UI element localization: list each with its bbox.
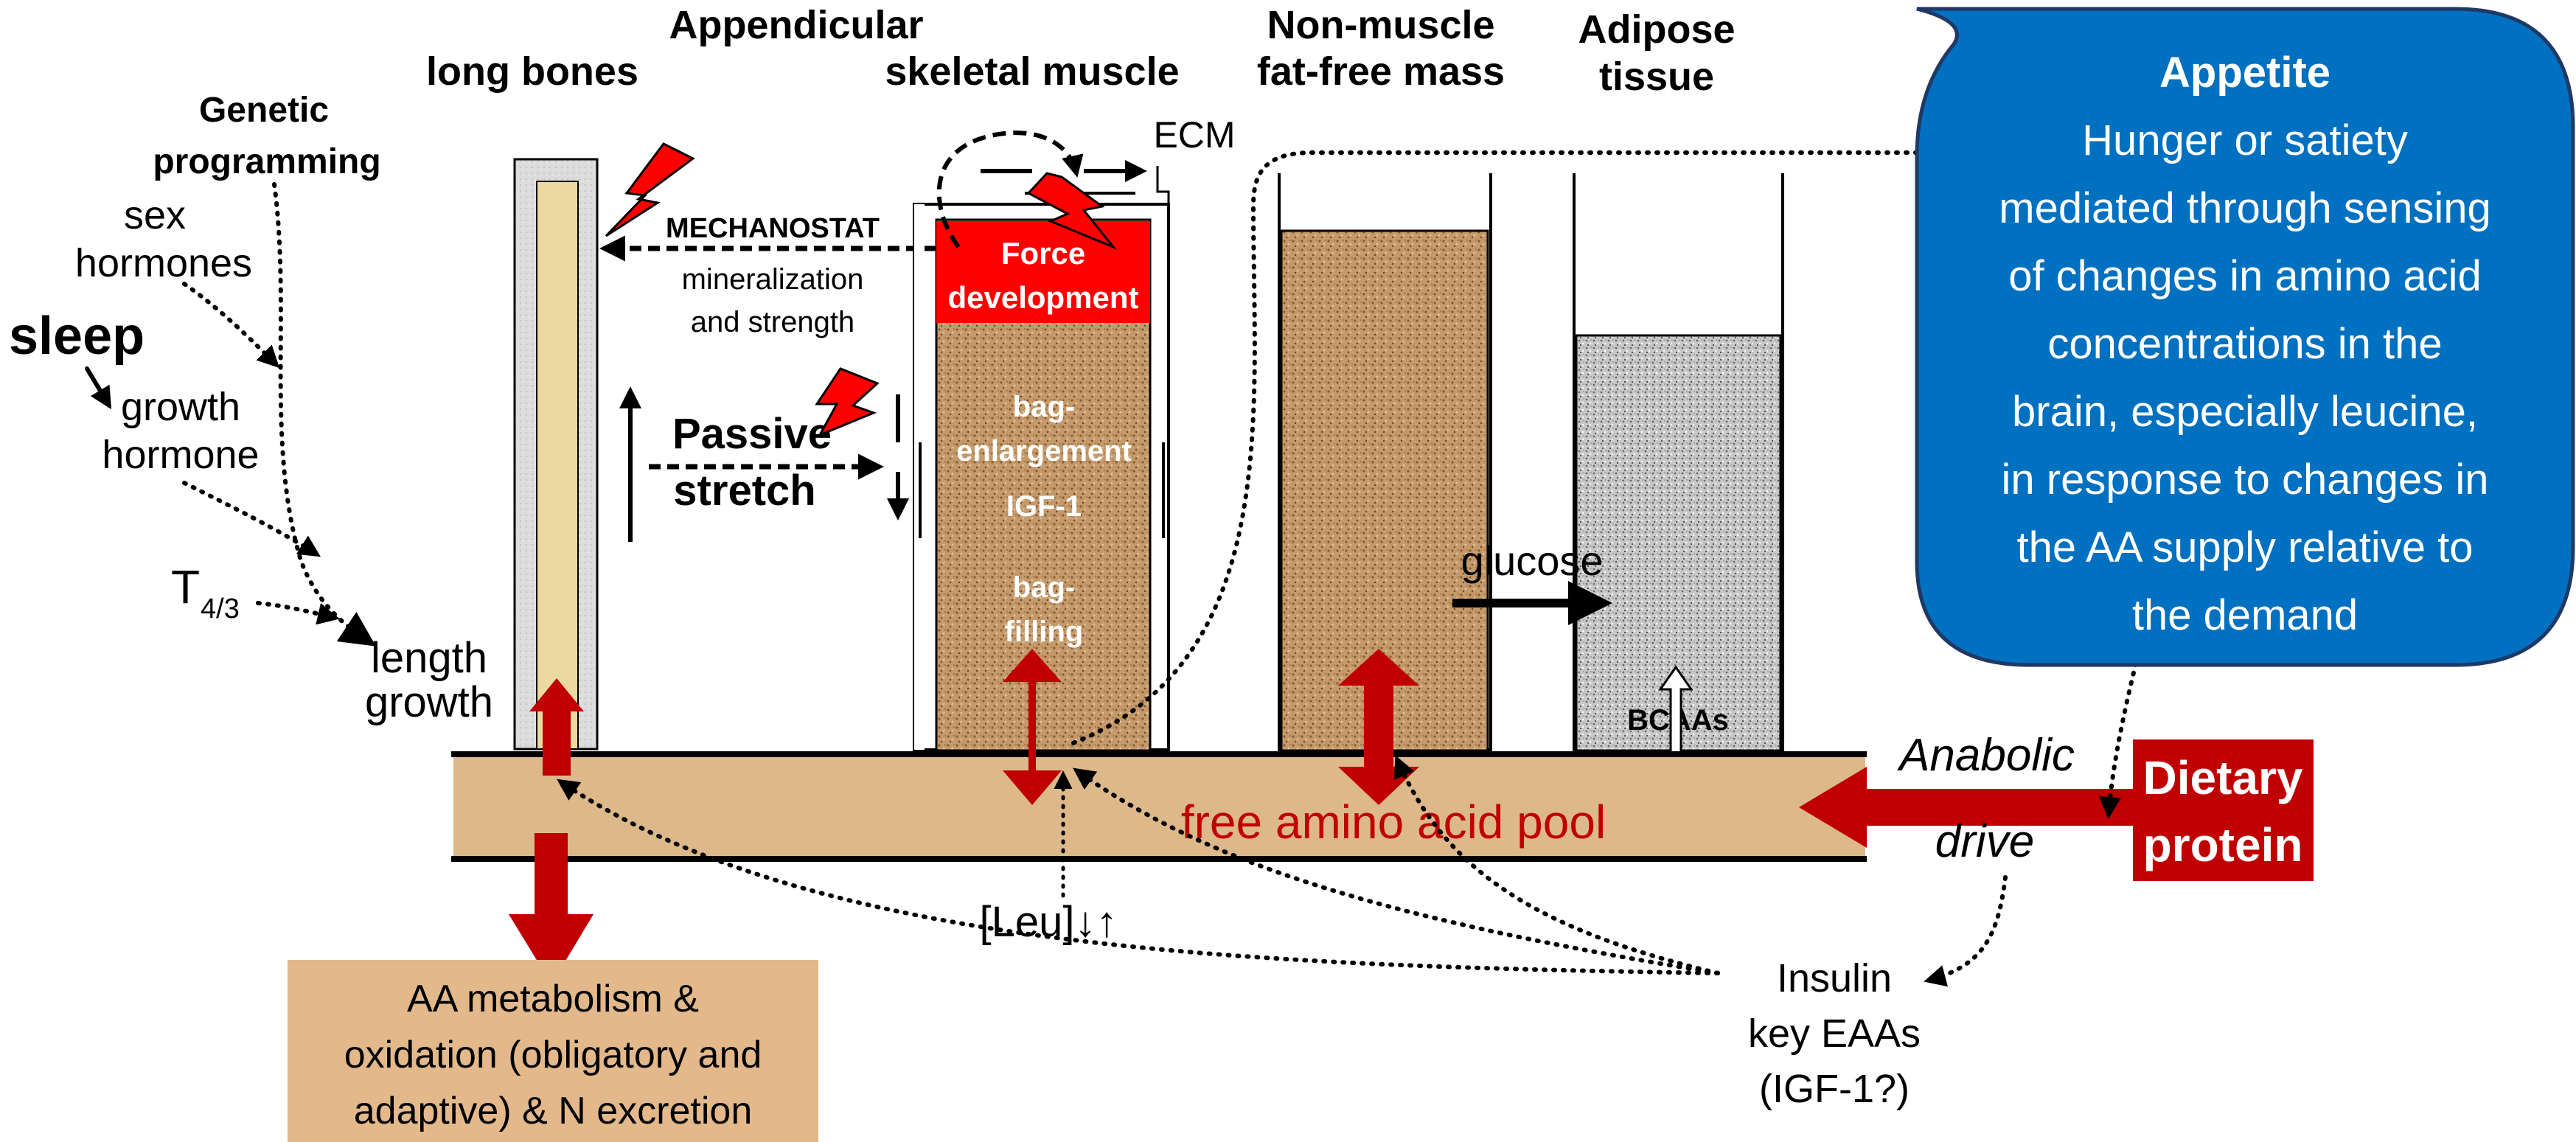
label-hormones: hormones [75,241,252,285]
sleep-arrow [85,366,112,410]
stretch-label-line2: stretch [673,467,815,515]
dietary-protein-box [2133,739,2314,881]
appetite-to-muscle-dotted-line [1067,150,1919,747]
aa-metabolism-box [288,960,818,1142]
bag-enlargement-line2: enlargement [956,435,1132,467]
label-genetic: Genetic [199,91,329,130]
bone-marrow [536,181,579,750]
heading-appendicular: Appendicular [669,3,923,47]
force-development-box [936,221,1150,323]
label-growth: growth [121,385,240,429]
muscle-lightning-bolt-icon [1026,172,1117,250]
insulin-line3: (IGF-1?) [1759,1067,1910,1111]
heading-tissue: tissue [1599,55,1714,99]
stretch-label-line1: Passive [672,410,832,458]
appetite-text-block: Hunger or satiety mediated through sensi… [1999,116,2490,639]
label-length: length [371,634,487,682]
left-dotted-arrows [85,182,376,647]
appetite-line: Hunger or satiety [2082,116,2408,164]
bone-pool-red-arrow [529,678,584,776]
anabolic-label: Anabolic [1896,730,2075,781]
muscle-loop-dashed-arrow [936,130,1084,248]
label-hormone: hormone [102,433,259,477]
mechanostat-title: MECHANOSTAT [666,213,880,244]
aa-metabolism-line1: AA metabolism & [407,978,699,1020]
insulin-line2: key EAAs [1748,1012,1921,1056]
drive-to-insulin-dotted-arrow [1924,875,2008,987]
force-label-line2: development [947,280,1138,315]
sex-hormones-dotted-arrow [182,282,280,369]
dietary-protein-line2: protein [2143,818,2303,871]
insulin-to-nonmuscle-dotted-arrow [1393,755,1720,975]
ecm-label: ECM [1153,114,1235,156]
appetite-line: of changes in amino acid [2008,252,2482,300]
bag-filling-line1: bag- [1013,571,1075,604]
appetite-line: mediated through sensing [1999,184,2490,232]
label-sleep: sleep [9,307,145,366]
muscle-pool-red-double-arrow [1003,649,1062,805]
appetite-line: the AA supply relative to [2016,523,2473,571]
dotted-connections [557,150,2138,987]
gh-dotted-arrow [182,481,321,557]
insulin-line1: Insulin [1777,956,1892,1000]
mechanostat-line1: mineralization [682,263,864,296]
nonmuscle-pool-red-double-arrow [1338,649,1419,805]
pool-to-aa-metabolism-arrow [509,833,593,984]
free-amino-acid-pool [453,754,1865,859]
appetite-line: in response to changes in [2002,456,2489,504]
dietary-protein-line1: Dietary [2143,751,2303,804]
insulin-to-muscle-dotted-arrow [1073,767,1720,975]
label-length-growth: growth [365,678,493,726]
appetite-line: brain, especially leucine, [2012,388,2478,436]
appetite-title: Appetite [2159,49,2330,97]
mechanostat-line2: and strength [691,306,854,338]
heading-adipose: Adipose [1578,7,1735,52]
appetite-bubble [1915,7,2575,667]
bone-lightning-bolt-icon [605,142,695,237]
heading-skeletal-muscle: skeletal muscle [885,49,1179,94]
insulin-to-bone-dotted-arrow [557,779,1720,975]
bag-enlargement-line3: IGF-1 [1006,490,1082,523]
heading-long-bones: long bones [426,49,638,94]
aa-metabolism-line2: oxidation (obligatory and [344,1034,762,1076]
label-programming: programming [153,142,380,181]
bag-filling-line2: filling [1005,616,1084,648]
appetite-line: concentrations in the [2047,320,2442,368]
aa-metabolism-line3: adaptive) & N excretion [354,1090,753,1132]
heading-non-muscle: Non-muscle [1267,3,1494,47]
drive-label: drive [1935,816,2034,867]
label-t: T [171,560,200,613]
genetic-dotted-arrow [272,182,376,647]
pool-label: free amino acid pool [1181,795,1606,849]
appetite-line: the demand [2132,591,2358,639]
force-label-line1: Force [1001,236,1085,271]
stretch-lightning-bolt-icon [815,367,880,437]
dietary-protein-arrow [1799,767,2138,848]
t-dotted-arrow [256,601,340,625]
label-t-subscript: 4/3 [201,593,240,624]
heading-fat-free-mass: fat-free mass [1257,49,1505,94]
label-sex: sex [124,193,186,237]
bag-enlargement-line1: bag- [1013,391,1075,423]
ecm-leader-line [1156,166,1170,204]
glucose-label: glucose [1461,537,1603,584]
appetite-to-dietary-dotted-arrow [2098,661,2138,819]
